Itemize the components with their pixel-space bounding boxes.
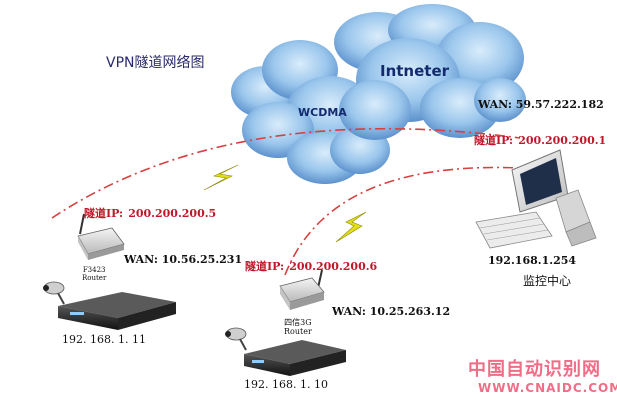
dvr-left-ip: 192. 168. 1. 11 — [62, 333, 146, 346]
3g-tunnel-label: 隧道IP: — [245, 260, 285, 273]
3g-tunnel: 隧道IP: 200.200.200.6 — [245, 255, 377, 274]
monitor-tunnel-label: 隧道IP: — [474, 134, 514, 147]
cloud-internet — [334, 4, 526, 140]
3g-model-label: 四信3G Router — [284, 318, 312, 336]
camera-bottom-icon — [225, 327, 247, 351]
monitor-tunnel: 隧道IP: 200.200.200.1 — [474, 129, 606, 148]
dvr-bottom-icon — [244, 340, 346, 376]
internet-cloud-label: Intneter — [380, 62, 450, 80]
diagram-title: VPN隧道网络图 — [106, 55, 205, 71]
monitor-tunnel-ip: 200.200.200.1 — [518, 134, 607, 147]
3g-tunnel-ip: 200.200.200.6 — [289, 260, 378, 273]
dvr-left-icon — [58, 292, 176, 330]
watermark-cn: 中国自动识别网 — [468, 359, 601, 380]
lightning-icon — [203, 164, 239, 191]
watermark-url: WWW.CNAIDC.COM — [478, 381, 617, 395]
router-f3423-icon — [77, 213, 125, 260]
3g-wan-label: WAN: 10.25.263.12 — [332, 305, 451, 318]
wcdma-cloud-label: WCDMA — [298, 106, 347, 119]
monitor-center-label: 监控中心 — [523, 274, 572, 288]
monitor-wan-label: WAN: 59.57.222.182 — [478, 98, 604, 111]
f3423-tunnel-label: 隧道IP: — [84, 207, 124, 220]
monitor-computer-icon — [475, 149, 597, 249]
lightning-icon — [335, 211, 367, 243]
router-3g-icon — [279, 269, 325, 310]
f3423-tunnel-ip: 200.200.200.5 — [128, 207, 217, 220]
tunnel-line-3g — [284, 166, 521, 276]
f3423-model-line2: Router — [82, 274, 107, 282]
dvr-bottom-ip: 192. 168. 1. 10 — [244, 378, 328, 391]
f3423-wan-label: WAN: 10.56.25.231 — [124, 253, 243, 266]
tunnel-line-f3423 — [51, 127, 521, 219]
tunnel-lines — [51, 127, 521, 276]
3g-model-line1: 四信3G — [284, 318, 312, 327]
camera-left-icon — [43, 281, 65, 305]
f3423-model-label: F3423 Router — [82, 266, 106, 282]
monitor-lan-ip: 192.168.1.254 — [488, 254, 577, 267]
3g-model-line2: Router — [284, 327, 312, 336]
f3423-tunnel: 隧道IP: 200.200.200.5 — [84, 202, 216, 221]
f3423-model-line1: F3423 — [82, 266, 106, 274]
